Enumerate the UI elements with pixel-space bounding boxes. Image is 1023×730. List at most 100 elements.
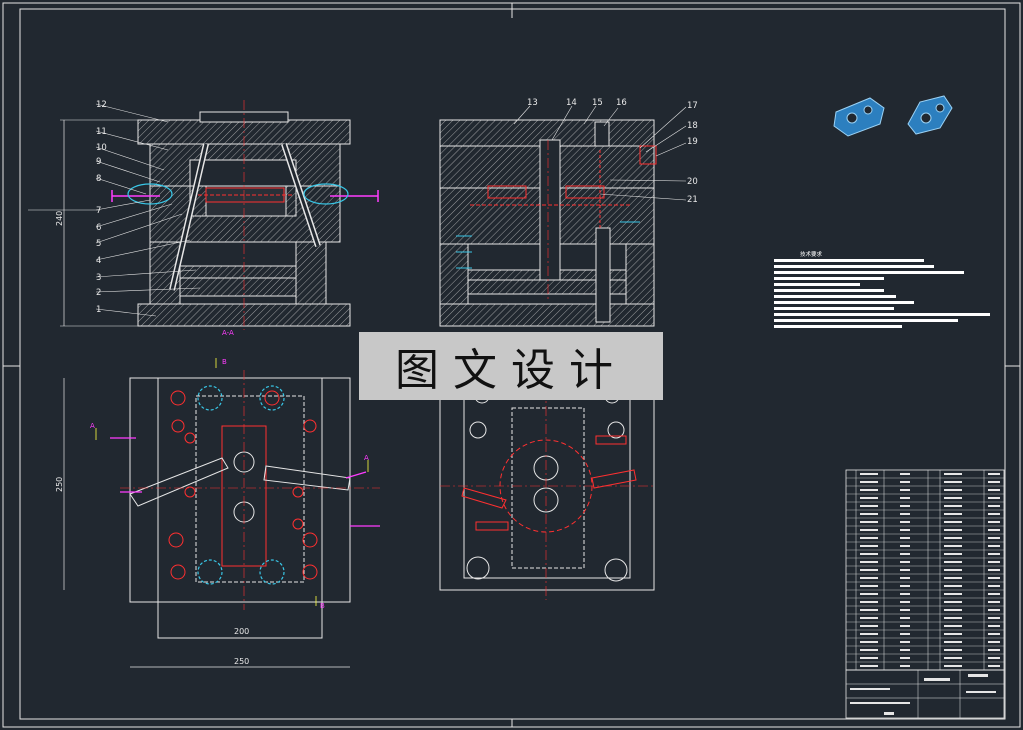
callouts-left bbox=[95, 103, 201, 317]
parts-list-cell-mark bbox=[988, 545, 1000, 547]
parts-list-cell-mark bbox=[944, 593, 962, 595]
parts-list-cell-mark bbox=[944, 625, 962, 627]
parts-list-cell-mark bbox=[860, 665, 878, 667]
parts-list-cell-mark bbox=[860, 641, 878, 643]
parts-list-table bbox=[845, 469, 1005, 671]
parts-list-cell-mark bbox=[900, 617, 910, 619]
callout-3: 3 bbox=[96, 273, 101, 283]
parts-list-cell-mark bbox=[944, 561, 962, 563]
parts-list-cell-mark bbox=[860, 593, 878, 595]
callouts-right bbox=[513, 105, 687, 201]
watermark-banner: 图文设计 bbox=[359, 332, 663, 400]
parts-list-cell-mark bbox=[860, 649, 878, 651]
parts-list-cell-mark bbox=[900, 553, 910, 555]
parts-list-cell-mark bbox=[988, 473, 1000, 475]
parts-list-cell-mark bbox=[900, 593, 910, 595]
callout-4: 4 bbox=[96, 256, 101, 266]
parts-list-cell-mark bbox=[860, 489, 878, 491]
parts-list-cell-mark bbox=[860, 553, 878, 555]
parts-list-cell-mark bbox=[944, 497, 962, 499]
parts-list-cell-mark bbox=[944, 617, 962, 619]
parts-list-cell-mark bbox=[900, 545, 910, 547]
watermark-text: 图文设计 bbox=[395, 345, 627, 396]
parts-list-cell-mark bbox=[860, 585, 878, 587]
moving-half-plan-view bbox=[439, 370, 656, 600]
parts-list-cell-mark bbox=[860, 473, 878, 475]
front-section-view: 240 A-A bbox=[28, 100, 379, 337]
parts-list-cell-mark bbox=[944, 489, 962, 491]
parts-list-cell-mark bbox=[944, 545, 962, 547]
parts-list-cell-mark bbox=[900, 641, 910, 643]
callout-6: 6 bbox=[96, 223, 101, 233]
parts-list-cell-mark bbox=[860, 497, 878, 499]
parts-list-cell-mark bbox=[944, 633, 962, 635]
parts-list-cell-mark bbox=[988, 609, 1000, 611]
parts-list-cell-mark bbox=[944, 657, 962, 659]
parts-list-cell-mark bbox=[900, 505, 910, 507]
parts-list-cell-mark bbox=[900, 649, 910, 651]
parts-list-cell-mark bbox=[900, 585, 910, 587]
parts-list-cell-mark bbox=[860, 577, 878, 579]
parts-list-cell-mark bbox=[860, 521, 878, 523]
parts-list-cell-mark bbox=[988, 505, 1000, 507]
parts-list-cell-mark bbox=[900, 489, 910, 491]
title-block bbox=[845, 669, 1005, 719]
callout-8: 8 bbox=[96, 174, 101, 184]
parts-list-cell-mark bbox=[944, 521, 962, 523]
parts-list-cell-mark bbox=[860, 657, 878, 659]
parts-list-cell-mark bbox=[900, 481, 910, 483]
parts-list-cell-mark bbox=[988, 657, 1000, 659]
callout-10: 10 bbox=[96, 143, 107, 153]
parts-list-cell-mark bbox=[900, 625, 910, 627]
parts-list-cell-mark bbox=[988, 585, 1000, 587]
parts-list-cell-mark bbox=[944, 537, 962, 539]
parts-list-cell-mark bbox=[988, 617, 1000, 619]
parts-list-cell-mark bbox=[860, 617, 878, 619]
parts-list-cell-mark bbox=[944, 553, 962, 555]
parts-list-cell-mark bbox=[900, 657, 910, 659]
parts-list-cell-mark bbox=[944, 577, 962, 579]
callout-2: 2 bbox=[96, 288, 101, 298]
callout-18: 18 bbox=[687, 121, 698, 131]
parts-list-cell-mark bbox=[860, 601, 878, 603]
parts-list-cell-mark bbox=[988, 625, 1000, 627]
parts-list-cell-mark bbox=[988, 593, 1000, 595]
section-mark-b-top: B bbox=[222, 358, 227, 366]
parts-list-cell-mark bbox=[860, 529, 878, 531]
parts-list-cell-mark bbox=[944, 473, 962, 475]
parts-list-cell-mark bbox=[860, 569, 878, 571]
callout-1: 1 bbox=[96, 305, 101, 315]
parts-list-cell-mark bbox=[860, 609, 878, 611]
parts-list-cell-mark bbox=[944, 481, 962, 483]
parts-list-cell-mark bbox=[900, 665, 910, 667]
parts-list-cell-mark bbox=[988, 569, 1000, 571]
parts-list-cell-mark bbox=[988, 633, 1000, 635]
callout-17: 17 bbox=[687, 101, 698, 111]
parts-list-cell-mark bbox=[944, 569, 962, 571]
parts-list-cell-mark bbox=[900, 569, 910, 571]
parts-list-cell-mark bbox=[988, 497, 1000, 499]
callout-13: 13 bbox=[527, 98, 538, 108]
parts-list-cell-mark bbox=[900, 529, 910, 531]
parts-list-cell-mark bbox=[988, 521, 1000, 523]
callout-15: 15 bbox=[592, 98, 603, 108]
parts-list-cell-mark bbox=[900, 521, 910, 523]
parts-list-cell-mark bbox=[988, 641, 1000, 643]
dim-height-front: 240 bbox=[55, 211, 64, 226]
parts-list-cell-mark bbox=[988, 561, 1000, 563]
parts-list-cell-mark bbox=[860, 545, 878, 547]
parts-list-cell-mark bbox=[988, 649, 1000, 651]
callout-9: 9 bbox=[96, 157, 101, 167]
parts-list-cell-mark bbox=[900, 601, 910, 603]
callout-5: 5 bbox=[96, 239, 101, 249]
parts-list-cell-mark bbox=[860, 513, 878, 515]
part-render-icon-1 bbox=[833, 97, 885, 137]
callout-14: 14 bbox=[566, 98, 577, 108]
parts-list-cell-mark bbox=[988, 529, 1000, 531]
tech-requirements-title: 技术要求 bbox=[800, 250, 823, 258]
parts-list-cell-mark bbox=[988, 481, 1000, 483]
parts-list-cell-mark bbox=[988, 537, 1000, 539]
dim-width-outer: 250 bbox=[234, 657, 249, 666]
frame-center-marks bbox=[3, 3, 1020, 727]
